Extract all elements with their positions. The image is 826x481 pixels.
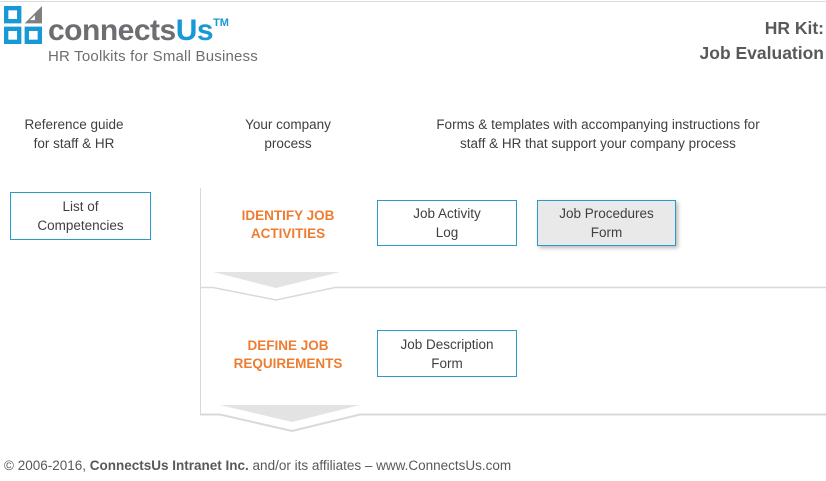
chevron-divider-2 [200, 405, 826, 433]
kit-title: HR Kit: Job Evaluation [700, 16, 824, 66]
list-of-competencies-line1: List of [62, 199, 99, 214]
logo-word-connects: connects [48, 14, 176, 47]
job-activity-log-line1: Job Activity [413, 206, 481, 221]
job-description-form-line1: Job Description [400, 336, 494, 352]
column-header-reference-guide: Reference guide for staff & HR [8, 115, 140, 153]
job-procedures-form-line1: Job Procedures [559, 206, 654, 221]
connectsus-logo: connectsUsTM HR Toolkits for Small Busin… [4, 6, 258, 65]
list-of-competencies-line2: Competencies [37, 218, 124, 233]
connectsus-logo-grid-icon [4, 6, 42, 44]
page-corner-triangle-icon [24, 6, 42, 24]
process-column-divider-line [200, 188, 201, 415]
step2-line1: DEFINE JOB [247, 338, 329, 353]
column-header-company-process: Your company process [222, 115, 354, 153]
chevron-down-icon [213, 272, 340, 288]
chevron-down-icon [220, 405, 360, 422]
column-header-forms-line2: staff & HR that support your company pro… [460, 136, 736, 151]
kit-title-line2: Job Evaluation [699, 43, 824, 63]
footer-suffix: and/or its affiliates – www.ConnectsUs.c… [248, 458, 512, 473]
step2-line2: REQUIREMENTS [233, 356, 343, 371]
column-header-process-line1: Your company [245, 117, 331, 132]
column-header-reference-line1: Reference guide [24, 117, 124, 132]
footer-prefix: © 2006-2016, [4, 458, 90, 473]
logo-text: connectsUsTM HR Toolkits for Small Busin… [48, 6, 258, 65]
trademark-symbol: TM [213, 17, 229, 29]
top-border-line [0, 1, 826, 2]
step1-line2: ACTIVITIES [250, 226, 326, 241]
job-procedures-form-box[interactable]: Job Procedures Form [537, 200, 676, 246]
column-header-forms-templates: Forms & templates with accompanying inst… [385, 115, 811, 153]
step-define-job-requirements: DEFINE JOB REQUIREMENTS [222, 337, 354, 373]
chevron-divider-1 [200, 272, 826, 301]
logo-tagline: HR Toolkits for Small Business [48, 48, 258, 65]
logo-wordmark: connectsUsTM [48, 6, 258, 48]
column-header-process-line2: process [264, 136, 312, 151]
job-description-form-line2: Form [431, 355, 463, 371]
logo-word-us: Us [175, 14, 214, 47]
footer-company: ConnectsUs Intranet Inc. [89, 458, 249, 473]
step1-line1: IDENTIFY JOB [241, 208, 335, 223]
list-of-competencies-box[interactable]: List of Competencies [10, 192, 151, 240]
copyright-footer: © 2006-2016, ConnectsUs Intranet Inc. an… [4, 458, 511, 473]
job-procedures-form-line2: Form [590, 225, 623, 240]
column-header-reference-line2: for staff & HR [33, 136, 115, 151]
column-header-forms-line1: Forms & templates with accompanying inst… [436, 117, 760, 132]
kit-title-line1: HR Kit: [764, 18, 824, 38]
job-activity-log-box[interactable]: Job Activity Log [377, 200, 517, 246]
job-activity-log-line2: Log [435, 225, 459, 240]
step-identify-job-activities: IDENTIFY JOB ACTIVITIES [222, 207, 354, 243]
job-description-form-box[interactable]: Job Description Form [377, 330, 517, 377]
